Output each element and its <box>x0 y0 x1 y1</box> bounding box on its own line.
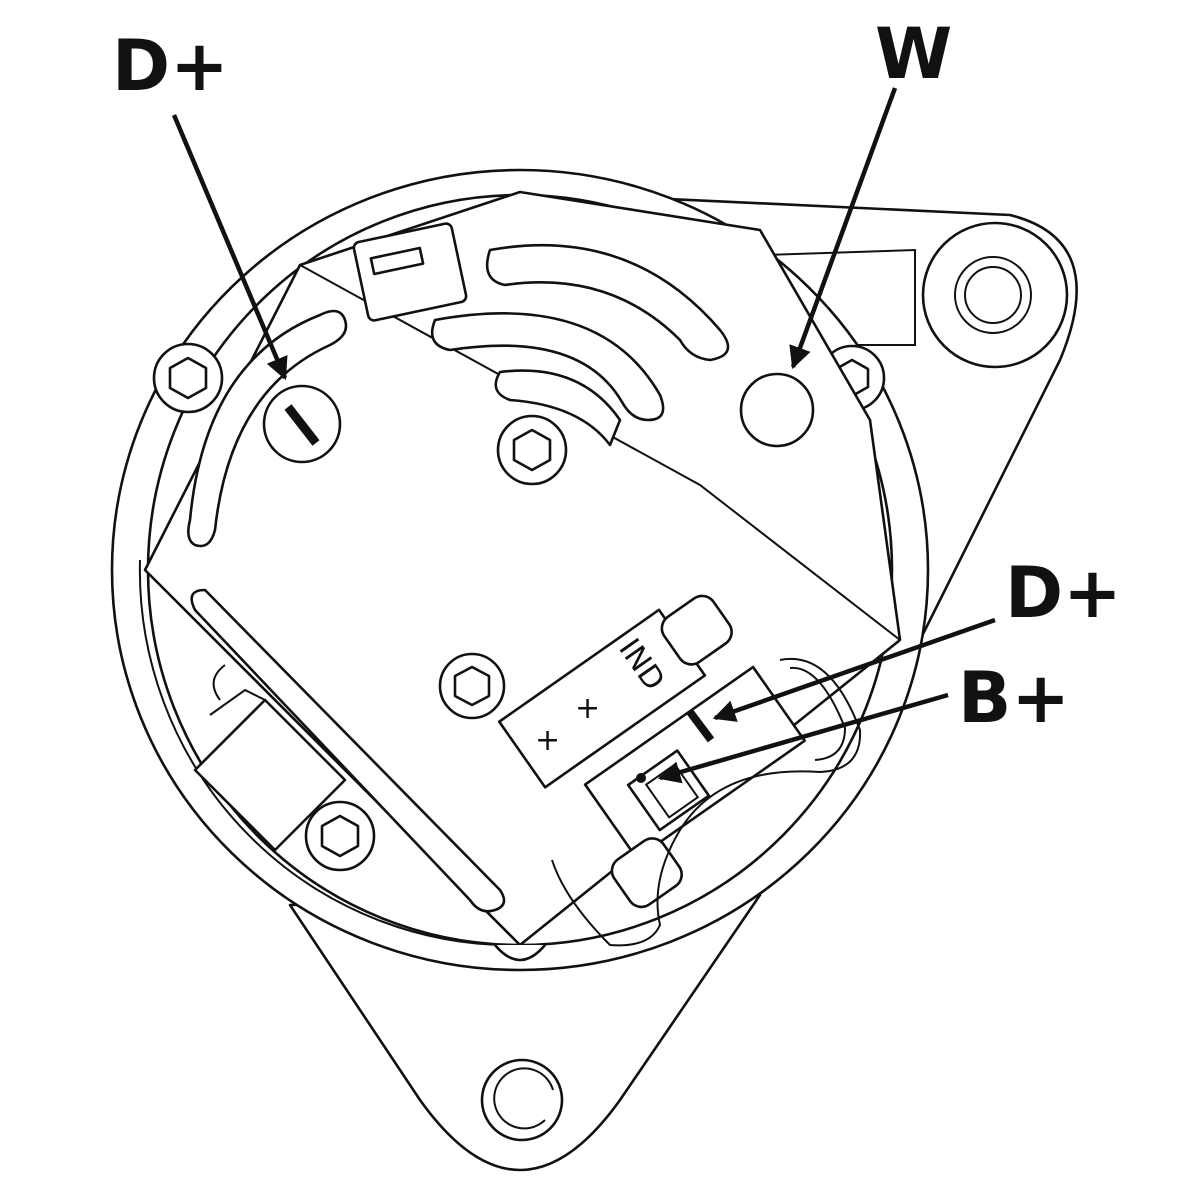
top-connector <box>352 222 468 322</box>
housing-bolt-left <box>152 342 224 414</box>
terminal-label-plus-2: + <box>575 691 600 726</box>
cover-screw-top <box>496 414 568 486</box>
d-plus-top-arrow <box>171 114 288 381</box>
d-plus-terminal-cover <box>262 384 342 464</box>
label-d-plus-right: D+ <box>1005 552 1122 634</box>
d-plus-right-arrow <box>712 617 996 722</box>
cover-screw-middle <box>438 652 506 720</box>
w-terminal <box>739 372 815 448</box>
bottom-mounting-lug <box>288 893 762 1172</box>
housing-bottom-nub <box>494 944 546 962</box>
label-d-plus-top: D+ <box>112 25 229 107</box>
terminal-wire-clip <box>551 657 862 947</box>
d-plus-terminal-mark <box>686 709 715 743</box>
b-plus-terminal-mark <box>636 773 646 783</box>
regulator-block <box>193 664 347 852</box>
b-plus-arrow <box>657 692 949 784</box>
label-b-plus: B+ <box>958 657 1070 739</box>
w-arrow <box>789 87 898 370</box>
terminal-wire-clip-inner <box>789 666 847 761</box>
cover-screw-bottom <box>304 800 376 872</box>
label-w: W <box>875 13 952 95</box>
terminal-label-plus-1: + <box>535 723 560 758</box>
